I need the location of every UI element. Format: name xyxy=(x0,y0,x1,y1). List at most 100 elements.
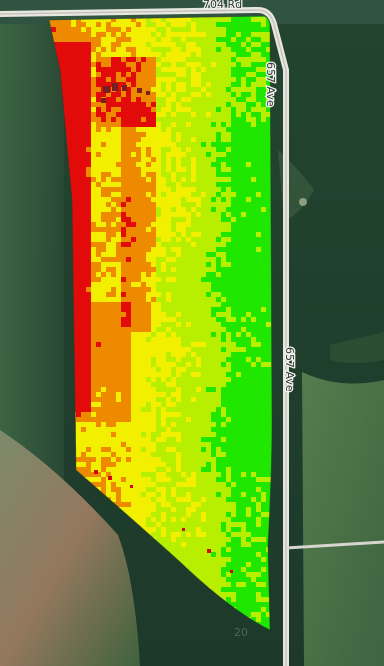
yield-cell xyxy=(181,87,187,93)
yield-cell xyxy=(246,482,252,488)
yield-cell xyxy=(236,282,242,288)
yield-cell xyxy=(256,497,262,503)
yield-cell xyxy=(206,462,212,468)
yield-cell xyxy=(86,127,92,133)
yield-cell xyxy=(96,247,102,253)
yield-cell xyxy=(181,157,187,163)
yield-cell xyxy=(186,252,192,258)
yield-cell xyxy=(261,387,267,393)
yield-cell xyxy=(131,267,137,273)
yield-cell xyxy=(201,427,207,433)
yield-cell xyxy=(261,432,267,438)
yield-cell xyxy=(241,162,247,168)
yield-cell xyxy=(76,277,82,283)
yield-cell xyxy=(131,307,137,313)
yield-cell xyxy=(106,472,112,478)
yield-cell xyxy=(251,442,257,448)
yield-cell xyxy=(196,252,202,258)
yield-cell xyxy=(201,212,207,218)
yield-cell xyxy=(96,372,102,378)
yield-cell xyxy=(146,367,152,373)
yield-cell xyxy=(126,512,132,518)
yield-cell xyxy=(221,247,227,253)
yield-cell xyxy=(126,292,132,298)
yield-cell xyxy=(191,317,197,323)
yield-cell xyxy=(121,187,127,193)
yield-cell xyxy=(201,222,207,228)
yield-cell xyxy=(186,377,192,383)
yield-cell xyxy=(121,372,127,378)
yield-cell xyxy=(201,292,207,298)
yield-cell xyxy=(91,332,97,338)
yield-cell xyxy=(116,202,122,208)
yield-cell xyxy=(151,507,157,513)
yield-cell xyxy=(151,222,157,228)
yield-cell xyxy=(146,477,152,483)
yield-cell xyxy=(191,477,197,483)
yield-cell xyxy=(136,512,142,518)
yield-cell xyxy=(161,382,167,388)
yield-cell xyxy=(76,87,82,93)
yield-cell xyxy=(96,357,102,363)
yield-cell xyxy=(146,32,152,38)
yield-cell xyxy=(206,307,212,313)
yield-cell xyxy=(126,322,132,328)
yield-cell xyxy=(146,432,152,438)
yield-cell xyxy=(226,52,232,58)
yield-cell xyxy=(136,72,142,78)
yield-cell xyxy=(161,347,167,353)
yield-cell xyxy=(121,167,127,173)
yield-cell xyxy=(111,382,117,388)
yield-cell xyxy=(251,162,257,168)
yield-cell xyxy=(221,312,227,318)
yield-cell xyxy=(176,452,182,458)
yield-cell xyxy=(256,16,262,18)
yield-cell xyxy=(136,302,142,308)
yield-cell xyxy=(91,477,97,483)
yield-cell xyxy=(231,152,237,158)
yield-cell xyxy=(136,457,142,463)
yield-cell xyxy=(201,417,207,423)
yield-cell xyxy=(191,157,197,163)
yield-cell xyxy=(106,177,112,183)
yield-cell xyxy=(136,382,142,388)
yield-cell xyxy=(171,232,177,238)
yield-cell xyxy=(246,417,252,423)
yield-cell xyxy=(216,537,222,543)
yield-cell xyxy=(176,112,182,118)
yield-cell xyxy=(236,472,242,478)
yield-cell xyxy=(181,317,187,323)
yield-cell xyxy=(236,182,242,188)
yield-cell xyxy=(261,72,267,78)
yield-cell xyxy=(241,187,247,193)
yield-cell xyxy=(146,457,152,463)
yield-cell xyxy=(201,37,207,43)
yield-cell xyxy=(156,42,162,48)
yield-cell xyxy=(146,247,152,253)
yield-cell xyxy=(166,262,172,268)
yield-cell xyxy=(176,107,182,113)
yield-cell xyxy=(246,212,252,218)
yield-cell xyxy=(266,157,272,163)
yield-cell xyxy=(226,407,232,413)
yield-cell xyxy=(271,432,272,438)
yield-cell xyxy=(186,32,192,38)
yield-cell xyxy=(121,67,127,73)
yield-cell xyxy=(136,297,142,303)
yield-cell xyxy=(236,347,242,353)
yield-cell xyxy=(196,407,202,413)
yield-cell xyxy=(256,97,262,103)
yield-cell xyxy=(176,157,182,163)
yield-cell xyxy=(121,462,127,468)
yield-cell xyxy=(86,412,92,418)
yield-cell xyxy=(146,67,152,73)
yield-cell xyxy=(96,122,102,128)
yield-cell xyxy=(81,392,87,398)
yield-cell xyxy=(86,162,92,168)
yield-cell xyxy=(186,537,192,543)
tree-line xyxy=(330,332,384,363)
yield-cell xyxy=(176,162,182,168)
yield-cell xyxy=(231,72,237,78)
yield-cell xyxy=(266,417,272,423)
yield-cell xyxy=(246,397,252,403)
